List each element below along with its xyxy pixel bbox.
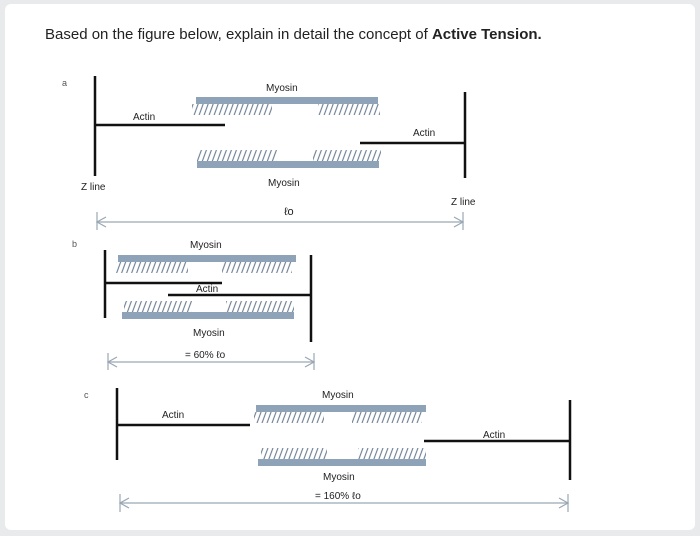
panel-a-letter: a [62,78,67,88]
panel-a-myosin-top [196,97,378,104]
panel-b-myosin-top-label: Myosin [190,240,222,251]
panel-c-actin-right-label: Actin [483,430,505,441]
panel-c-letter: c [84,390,89,400]
panel-c-myosin-top [256,405,426,412]
panel-c-myosin-bottom-label: Myosin [323,472,355,483]
panel-b: b Myosin Actin Myosin = 60% ℓo [72,239,316,370]
panel-c-myosin-top-heads-left [254,412,324,423]
panel-b-myosin-top-heads-right [222,262,292,273]
panel-b-myosin-bottom [122,312,294,319]
panel-c-actin-left-label: Actin [162,410,184,421]
panel-a: a Actin Myosin Actin Myosin Z line Z lin… [62,76,476,230]
panel-a-myosin-bottom-heads-right [313,150,381,161]
panel-a-actin-right-label: Actin [413,128,435,139]
panel-b-letter: b [72,239,77,249]
panel-c-length-label: = 160% ℓo [315,491,361,502]
panel-c-myosin-bottom [258,459,426,466]
panel-b-actin-label: Actin [196,284,218,295]
panel-a-myosin-bottom-heads-left [197,150,277,161]
panel-a-myosin-bottom-label: Myosin [268,178,300,189]
panel-c-myosin-top-label: Myosin [322,390,354,401]
question-emphasis: Active Tension. [431,26,542,43]
panel-b-myosin-bottom-heads-left [124,301,192,312]
panel-c-myosin-bottom-heads-right [358,448,426,459]
panel-a-z-line-left-label: Z line [81,182,106,193]
panel-b-myosin-top-heads-left [116,262,188,273]
panel-b-length-label: = 60% ℓo [185,350,226,361]
panel-c: c Actin Myosin Actin Myosin = 160% ℓo [84,388,572,512]
question-text: Based on the figure below, explain in de… [45,26,542,43]
panel-a-myosin-top-heads-right [318,104,380,115]
panel-b-myosin-bottom-label: Myosin [193,328,225,339]
panel-a-myosin-bottom [197,161,379,168]
panel-a-z-line-right-label: Z line [451,197,476,208]
panel-a-length-label: ℓo [284,206,294,218]
question-prefix: Based on the figure below, explain in de… [45,26,432,43]
panel-c-myosin-top-heads-right [352,412,422,423]
panel-c-myosin-bottom-heads-left [261,448,327,459]
panel-b-myosin-bottom-heads-right [226,301,294,312]
panel-a-myosin-top-label: Myosin [266,83,298,94]
panel-a-actin-left-label: Actin [133,112,155,123]
panel-a-myosin-top-heads-left [192,104,272,115]
panel-b-myosin-top [118,255,296,262]
